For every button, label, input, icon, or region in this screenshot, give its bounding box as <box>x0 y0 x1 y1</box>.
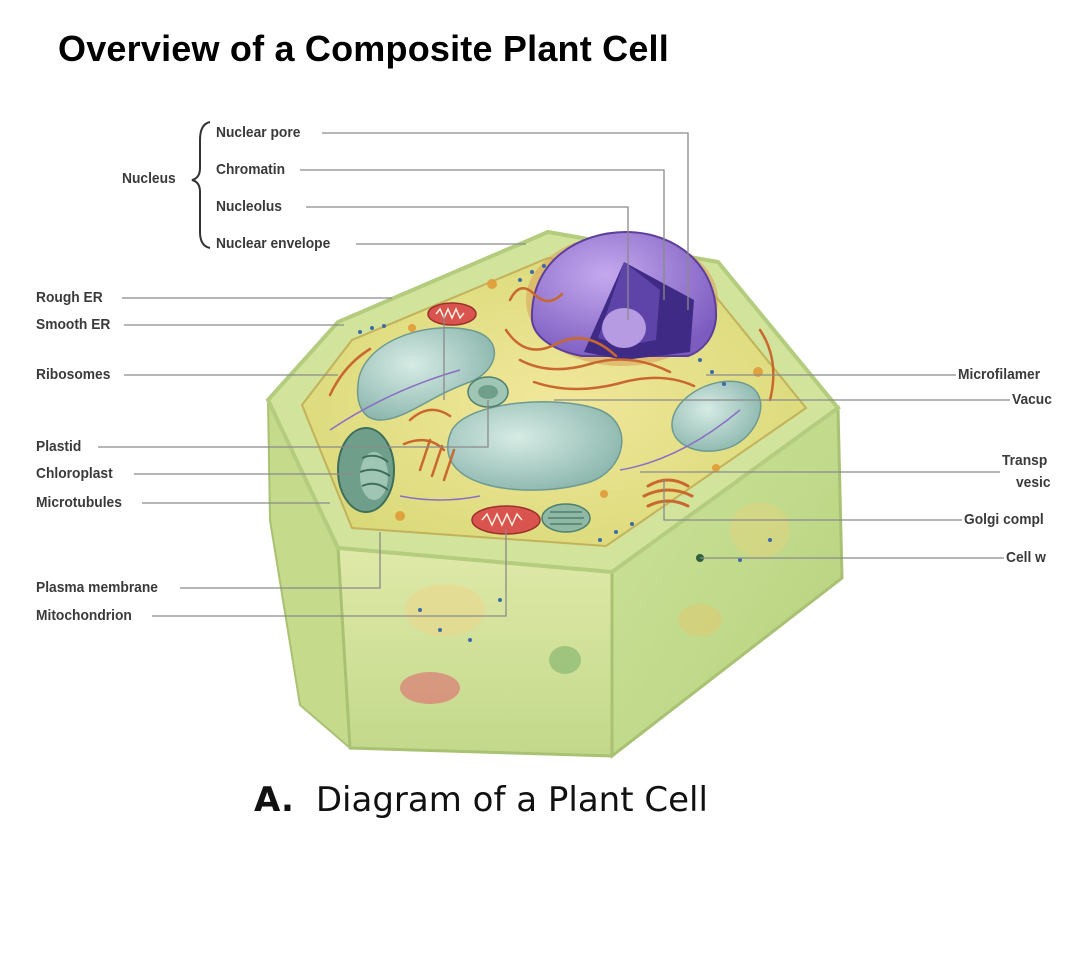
label-transport-vesicles-line1: Transp <box>1002 452 1048 469</box>
page-title: Overview of a Composite Plant Cell <box>58 28 669 69</box>
vacuoles <box>356 327 762 491</box>
label-nucleus: Nucleus <box>122 170 176 187</box>
label-microfilaments: Microfilamer <box>958 366 1041 383</box>
golgi-apparatus <box>642 478 694 508</box>
label-plastid: Plastid <box>36 438 82 455</box>
label-golgi-complex: Golgi compl <box>964 511 1044 528</box>
label-cell-wall: Cell w <box>1006 549 1046 566</box>
chloroplast-organelle <box>337 427 395 513</box>
nucleus-bracket <box>191 121 211 249</box>
inner-organelle-blob <box>400 672 460 704</box>
caption-text: Diagram of a Plant Cell <box>315 780 708 820</box>
label-microtubules: Microtubules <box>36 494 122 511</box>
mitochondria <box>427 302 541 535</box>
label-plasma-membrane: Plasma membrane <box>36 579 158 596</box>
label-rough-er: Rough ER <box>36 289 103 306</box>
figure-caption: A. Diagram of a Plant Cell <box>254 780 708 820</box>
label-chromatin: Chromatin <box>216 161 285 178</box>
vesicles <box>395 279 763 521</box>
label-vacuole: Vacuc <box>1012 391 1052 408</box>
label-nucleolus: Nucleolus <box>216 198 282 215</box>
leader-lines <box>98 132 1010 617</box>
label-transport-vesicles-line2: vesic <box>1016 474 1051 491</box>
ribosomes-dots <box>358 264 772 642</box>
endoplasmic-reticulum <box>328 287 775 482</box>
label-smooth-er: Smooth ER <box>36 316 111 333</box>
plastids <box>467 376 591 533</box>
label-mitochondrion: Mitochondrion <box>36 607 132 624</box>
nucleus-organelle <box>526 230 718 366</box>
caption-letter: A. <box>254 780 294 820</box>
label-nuclear-pore: Nuclear pore <box>216 124 301 141</box>
label-nuclear-envelope: Nuclear envelope <box>216 235 331 252</box>
label-chloroplast: Chloroplast <box>36 465 113 482</box>
label-ribosomes: Ribosomes <box>36 366 111 383</box>
